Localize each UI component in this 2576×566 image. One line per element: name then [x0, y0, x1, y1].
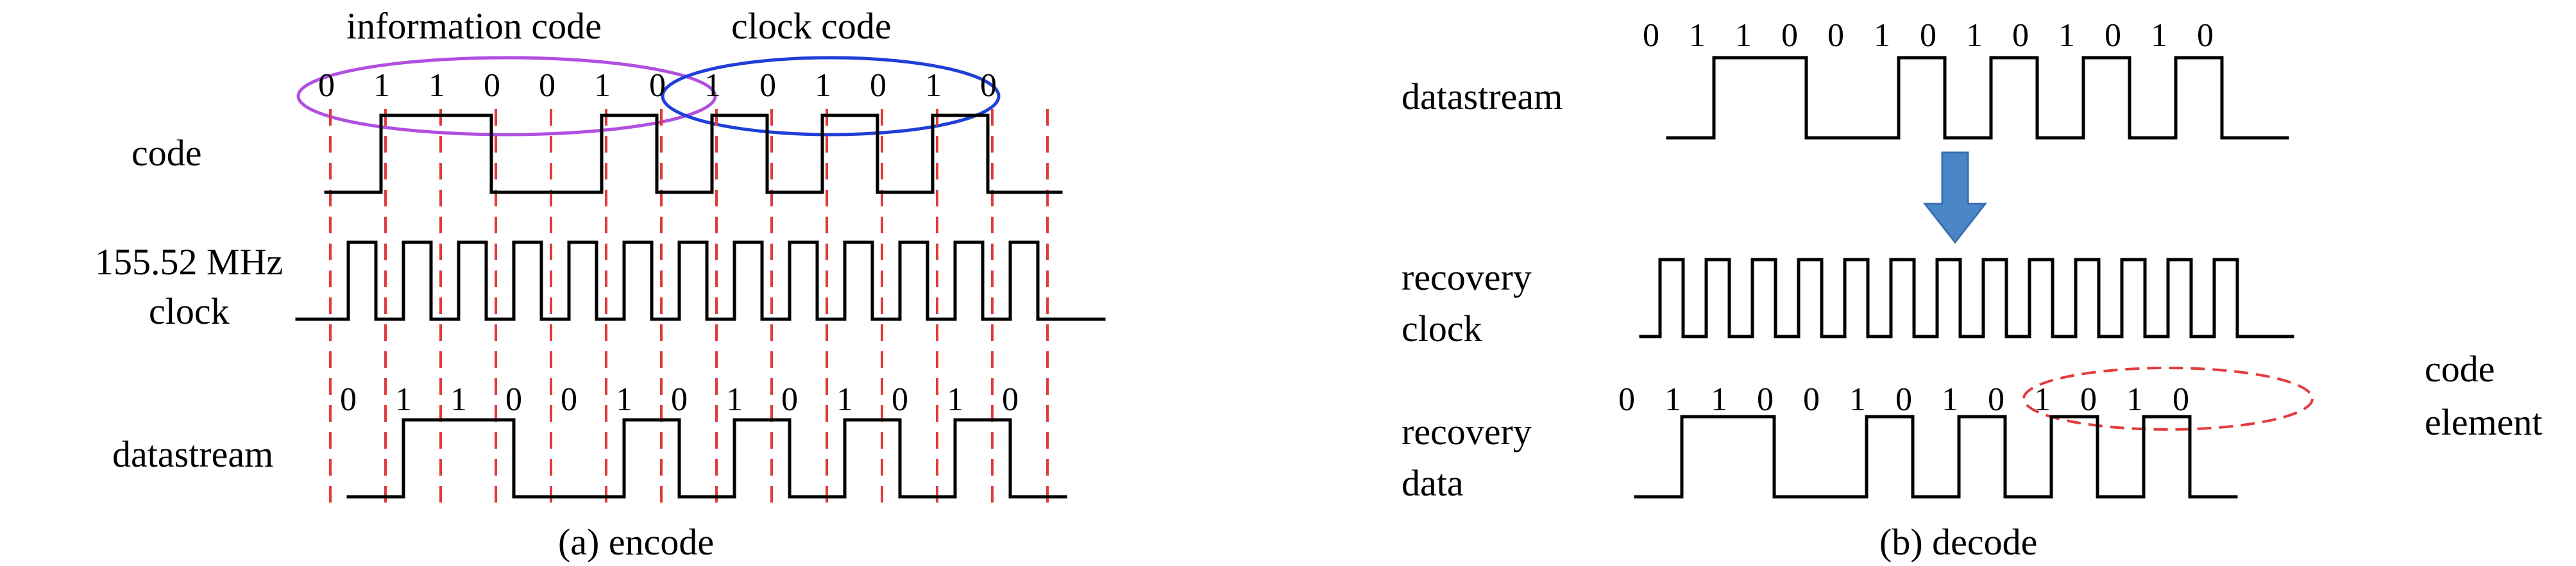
recovery-data-bit-11: 1 [2126, 381, 2143, 418]
datastream-bit-8: 0 [781, 381, 798, 418]
datastream-bit-12: 0 [1002, 381, 1019, 418]
code-element-label-line2: element [2425, 401, 2543, 443]
stream-bit-8: 0 [2012, 17, 2029, 54]
down-arrow-icon [1922, 151, 1988, 244]
datastream-bit-0: 0 [340, 381, 357, 418]
code-bit-5: 1 [594, 67, 611, 104]
datastream-bit-7: 1 [726, 381, 743, 418]
decode-caption: (b) decode [1879, 521, 2037, 563]
code-bit-labels: 0 1 1 0 0 1 0 1 0 1 0 1 0 [318, 67, 997, 104]
recovery-data-bit-0: 0 [1618, 381, 1635, 418]
code-bit-9: 1 [815, 67, 831, 104]
code-bit-10: 0 [870, 67, 886, 104]
recovery-clock-label-line1: recovery [1402, 256, 1532, 298]
code-element-ellipse [2022, 367, 2314, 431]
code-bit-0: 0 [318, 67, 335, 104]
code-bit-8: 0 [759, 67, 776, 104]
datastream-bit-9: 1 [836, 381, 853, 418]
information-code-label: information code [346, 5, 602, 47]
recovery-data-bit-9: 1 [2034, 381, 2051, 418]
recovery-data-label-line1: recovery [1402, 411, 1532, 453]
recovery-data-bit-5: 1 [1849, 381, 1866, 418]
stream-bit-6: 0 [1920, 17, 1936, 54]
recovery-data-bit-3: 0 [1757, 381, 1774, 418]
stream-bit-3: 0 [1781, 17, 1798, 54]
datastream-bit-2: 1 [450, 381, 467, 418]
stream-bit-2: 1 [1735, 17, 1752, 54]
recovery-data-bit-4: 0 [1803, 381, 1820, 418]
recovery-data-bit-7: 1 [1942, 381, 1958, 418]
information-code-ellipse [296, 56, 717, 137]
stream-bit-5: 1 [1874, 17, 1890, 54]
recovery-data-label-line2: data [1402, 462, 1464, 504]
recovery-data-waveform [1634, 415, 2238, 499]
recovery-data-bit-10: 0 [2080, 381, 2097, 418]
code-bit-7: 1 [704, 67, 721, 104]
datastream-bit-11: 1 [947, 381, 963, 418]
decode-datastream-waveform [1666, 56, 2289, 140]
decode-panel: datastream recovery clock recovery data … [1402, 17, 2543, 563]
decode-datastream-label: datastream [1402, 76, 1563, 117]
timing-guide-lines [329, 109, 1049, 506]
clock-code-label: clock code [731, 5, 892, 47]
datastream-bit-labels: 0 1 1 0 0 1 0 1 0 1 0 1 0 [340, 381, 1019, 418]
stream-bit-7: 1 [1966, 17, 1983, 54]
stream-bit-0: 0 [1643, 17, 1659, 54]
clock-code-ellipse [661, 56, 1001, 137]
code-row-label: code [131, 132, 202, 174]
stream-bit-12: 0 [2197, 17, 2214, 54]
recovery-data-bit-6: 0 [1895, 381, 1912, 418]
datastream-bit-1: 1 [395, 381, 412, 418]
code-bit-6: 0 [649, 67, 666, 104]
datastream-bit-10: 0 [892, 381, 908, 418]
code-bit-4: 0 [539, 67, 555, 104]
stream-bit-10: 0 [2105, 17, 2121, 54]
datastream-waveform [346, 418, 1067, 499]
stream-bit-9: 1 [2058, 17, 2075, 54]
code-bit-1: 1 [373, 67, 390, 104]
code-bit-11: 1 [925, 67, 942, 104]
datastream-bit-4: 0 [561, 381, 577, 418]
recovery-data-bit-2: 1 [1711, 381, 1727, 418]
encode-panel: information code clock code code 155.52 … [95, 5, 1106, 563]
stream-bit-1: 1 [1689, 17, 1706, 54]
recovery-clock-label-line2: clock [1402, 308, 1482, 349]
recovery-data-bit-1: 1 [1665, 381, 1681, 418]
recovery-data-bit-12: 0 [2173, 381, 2189, 418]
stream-bit-4: 0 [1827, 17, 1844, 54]
recovery-data-bit-8: 0 [1988, 381, 2004, 418]
clock-row-label-line2: clock [149, 290, 230, 332]
stream-bit-11: 1 [2151, 17, 2167, 54]
datastream-bit-6: 0 [671, 381, 688, 418]
datastream-bit-5: 1 [616, 381, 632, 418]
datastream-bit-3: 0 [505, 381, 522, 418]
code-waveform [324, 113, 1063, 194]
datastream-row-label: datastream [112, 433, 273, 475]
clock-row-label-line1: 155.52 MHz [95, 241, 283, 283]
clock-waveform [295, 240, 1106, 321]
code-bit-3: 0 [484, 67, 500, 104]
code-element-label-line1: code [2425, 348, 2495, 390]
recovery-clock-waveform [1639, 258, 2294, 338]
encode-caption: (a) encode [558, 521, 714, 563]
code-bit-2: 1 [428, 67, 445, 104]
code-bit-12: 0 [980, 67, 997, 104]
